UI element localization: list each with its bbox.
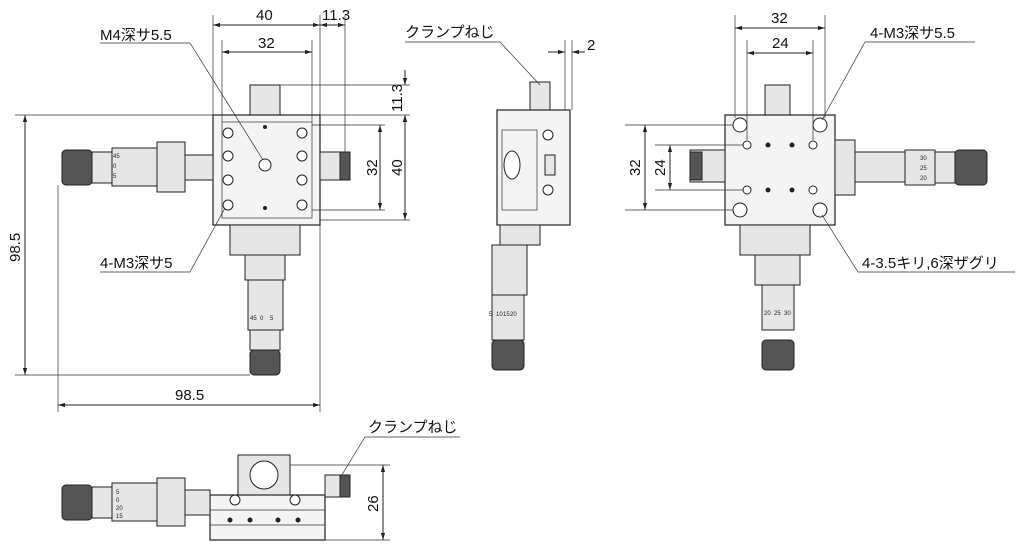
clamp-knob [249,84,281,116]
scale-label: 45 [250,316,257,322]
label-clamp-screw: クランプねじ [405,24,495,41]
scale-label: 45 [113,154,120,160]
side-view: 20 15 10 5 クランプねじ 2 [405,24,595,371]
scale-label: 5 [113,174,117,180]
label-m3-holes: 4-M3深サ5 [100,255,173,272]
dim-11-3: 11.3 [322,7,350,24]
dim-26: 26 [365,495,382,512]
scale-label: 20 [764,311,771,317]
label-counterbore-holes: 4-3.5キリ,6深ザグリ [862,255,999,272]
mounting-holes [732,117,828,218]
dim-height-98-5: 98.5 [7,233,24,262]
bottom-view: 30 25 20 20 25 30 32 24 32 24 4-M3深サ5.5 … [625,10,1015,371]
scale-label: 0 [113,164,117,170]
mounting-holes [222,125,308,211]
label-m3-holes: 4-M3深サ5.5 [870,25,955,42]
scale-label: 5 [270,316,274,322]
dim-vertical-40: 40 [389,159,406,176]
label-clamp-screw: クランプねじ [368,419,458,436]
scale-label: 5 [489,312,493,318]
dim-40: 40 [256,7,273,24]
dim-vertical-32: 32 [364,159,381,176]
front-view: 5 0 20 15 クランプねじ 26 [61,419,460,541]
scale-label: 20 [920,176,927,182]
bottom-micrometer: 20 25 30 [739,224,811,371]
dim-2: 2 [587,37,595,54]
scale-label: 20 [116,506,123,512]
left-micrometer: 5 0 20 15 [61,477,211,527]
clamp-knob [764,84,791,116]
right-micrometer: 30 25 20 [834,139,988,196]
scale-label: 30 [784,311,791,317]
dim-width-98-5: 98.5 [175,387,204,404]
left-micrometer: 45 0 5 [61,141,214,193]
stage-body [209,494,326,541]
dim-32: 32 [258,35,275,52]
scale-label: 0 [116,498,120,504]
scale-label: 5 [116,490,120,496]
dim-vertical-11-3: 11.3 [389,84,406,112]
label-m4-hole: M4深サ5.5 [100,27,172,44]
bottom-micrometer: 5 0 45 [229,224,301,376]
scale-label: 10 [496,312,503,318]
dim-vertical-32: 32 [627,159,644,176]
scale-label: 20 [510,312,517,318]
scale-label: 15 [503,312,510,318]
dim-24: 24 [772,35,789,52]
dim-32: 32 [771,10,788,27]
top-view: 45 0 5 5 0 45 40 11.3 32 M4深サ5.5 11.3 32 [7,7,410,412]
dim-vertical-24: 24 [652,159,669,176]
scale-label: 15 [116,514,123,520]
scale-label: 0 [260,316,264,322]
scale-label: 25 [774,311,781,317]
clamp-knob [529,81,551,111]
scale-label: 25 [920,166,927,172]
scale-label: 30 [920,156,927,162]
